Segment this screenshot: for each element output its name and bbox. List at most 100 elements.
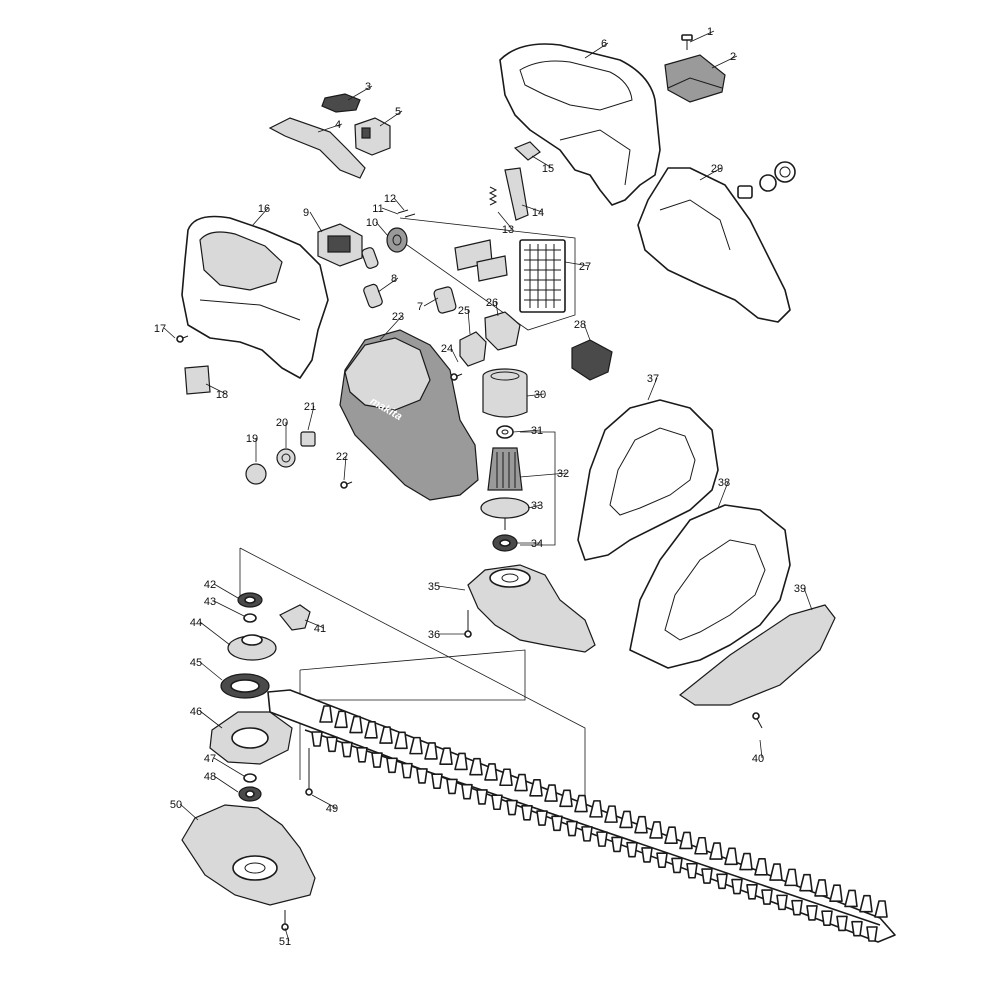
blade-tooth: [401, 762, 413, 779]
blade-tooth: [596, 831, 608, 847]
leader-line-14: [521, 204, 543, 213]
leader-line-30: [526, 393, 545, 397]
part-21-nut: [300, 431, 316, 447]
callout-24: 24: [441, 343, 453, 355]
blade-tooth: [776, 894, 788, 911]
leader-line-48: [213, 775, 239, 793]
leader-line-49: [311, 794, 337, 809]
leader-line-6: [584, 42, 609, 59]
blade-tooth: [341, 741, 353, 758]
part-28-terminal: [571, 339, 613, 381]
leader-line-50: [179, 803, 199, 821]
blade-tooth: [866, 926, 878, 942]
blade-tooth: [491, 794, 503, 811]
part-13-spring: [488, 186, 498, 206]
callout-42: 42: [204, 579, 216, 591]
part-46-gasket: [209, 711, 293, 765]
blade-tooth: [349, 715, 363, 734]
leader-line-9: [309, 211, 323, 233]
blade-tooth: [634, 815, 648, 834]
blade-tooth: [611, 836, 623, 853]
leader-line-16: [251, 207, 269, 227]
leader-line-33: [527, 504, 542, 509]
blade-tooth: [379, 726, 393, 744]
callout-29: 29: [711, 163, 723, 175]
callout-47: 47: [204, 753, 216, 765]
blade-tooth: [829, 884, 843, 902]
blade-tooth: [641, 847, 653, 863]
callout-20: 20: [276, 417, 288, 429]
leader-line-8: [377, 277, 399, 293]
part-23-motor-housing: makita: [339, 329, 479, 501]
callout-23: 23: [392, 311, 404, 323]
part-41-clip: [279, 604, 311, 631]
blade-tooth: [311, 731, 323, 747]
leader-line-2: [711, 55, 738, 69]
blade-tooth: [656, 852, 668, 869]
part-25-brush-holder: [459, 331, 487, 367]
part-15-clip: [513, 141, 541, 161]
callout-33: 33: [531, 500, 543, 512]
part-27-filter: [454, 239, 566, 313]
part-45-crank-ring: [220, 673, 270, 699]
callout-35: 35: [428, 581, 440, 593]
blade-tooth: [731, 878, 743, 895]
callout-1: 1: [707, 26, 713, 38]
part-24-screw: [450, 373, 463, 381]
part-40-screw: [752, 712, 763, 729]
leader-line-43: [213, 600, 245, 617]
leader-line-22: [343, 455, 347, 481]
callout-37: 37: [647, 373, 659, 385]
callout-6: 6: [601, 38, 607, 50]
leader-line-13: [497, 211, 513, 230]
part-2-end-cap: [664, 54, 726, 103]
blade-tooth: [386, 757, 398, 774]
callout-14: 14: [532, 207, 544, 219]
callout-26: 26: [486, 297, 498, 309]
part-49-screw: [305, 748, 313, 796]
blade-tooth: [371, 752, 383, 768]
blade-tooth: [454, 752, 468, 771]
blade-tooth: [574, 794, 588, 813]
callout-19: 19: [246, 433, 258, 445]
callout-12: 12: [384, 193, 396, 205]
leader-line-38: [717, 481, 729, 509]
callout-17: 17: [154, 323, 166, 335]
part-39-hand-guard: [678, 604, 836, 706]
blade-tooth: [821, 910, 833, 926]
blade-tooth: [589, 800, 603, 818]
blade-tooth: [461, 783, 473, 800]
callout-34: 34: [531, 538, 543, 550]
part-17-screw: [176, 335, 189, 343]
part-38-front-handle: [629, 504, 791, 669]
blade-tooth: [446, 778, 458, 795]
leader-line-27: [564, 261, 590, 267]
part-32-armature: [487, 447, 523, 491]
callout-11: 11: [372, 203, 383, 215]
callout-48: 48: [204, 771, 216, 783]
blade-tooth: [356, 747, 368, 763]
leader-line-39: [803, 587, 813, 611]
part-18-label: [184, 365, 211, 395]
blade-tooth: [701, 868, 713, 884]
callout-18: 18: [216, 389, 228, 401]
blade-tooth: [754, 858, 768, 876]
leader-line-4: [317, 123, 343, 133]
part-10-gear: [386, 227, 408, 253]
callout-49: 49: [326, 803, 338, 815]
callout-15: 15: [542, 163, 554, 175]
blade-tooth: [581, 826, 593, 842]
callout-21: 21: [304, 401, 316, 413]
leader-line-1: [689, 30, 715, 43]
leader-line-5: [379, 110, 403, 127]
blade-tooth: [709, 842, 723, 860]
leader-line-47: [213, 757, 245, 777]
callout-10: 10: [366, 217, 378, 229]
blade-tooth: [806, 905, 818, 921]
callout-22: 22: [336, 451, 348, 463]
part-20-bushing: [276, 448, 296, 468]
leader-line-42: [213, 583, 239, 599]
blade-tooth: [746, 884, 758, 900]
callout-28: 28: [574, 319, 586, 331]
